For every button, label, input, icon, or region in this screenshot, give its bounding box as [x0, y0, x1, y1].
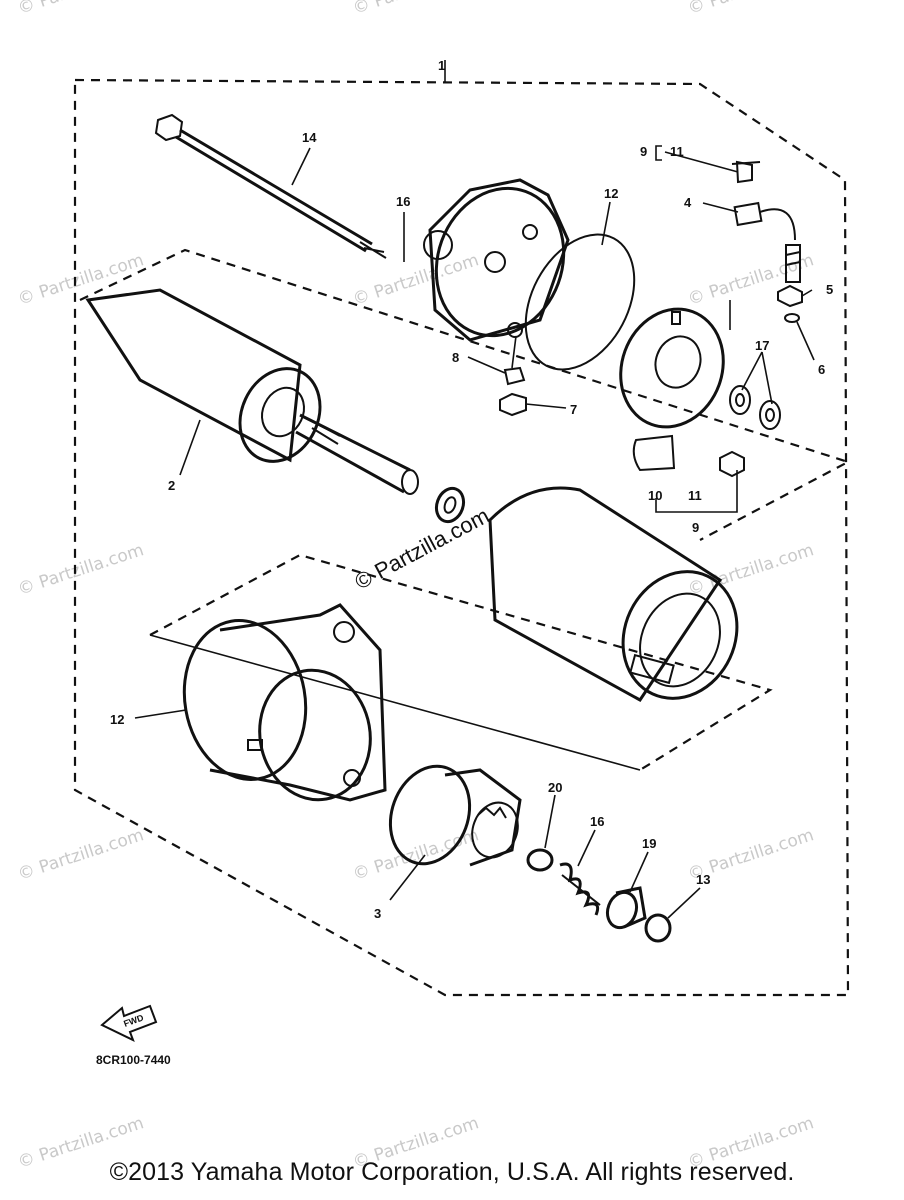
callout-10: 10 — [648, 488, 662, 503]
callout-11: 11 — [670, 144, 684, 159]
watermark: © Partzilla.com — [15, 0, 146, 19]
lower-plane-edge — [149, 634, 641, 771]
washer — [729, 385, 751, 415]
nut — [719, 450, 745, 478]
washer — [503, 366, 526, 386]
brush-plate — [619, 307, 725, 429]
lower-plane — [149, 553, 773, 771]
nut — [499, 392, 527, 417]
washer — [759, 400, 781, 430]
watermark-layer: © Partzilla.com © Partzilla.com © Partzi… — [15, 0, 816, 1173]
group-bracket — [655, 470, 738, 513]
watermark: © Partzilla.com — [685, 0, 816, 19]
front-cover — [182, 603, 387, 802]
spring — [559, 862, 601, 916]
upper-plane — [79, 248, 851, 541]
callout-12: 12 — [110, 712, 124, 727]
callout-17: 17 — [755, 338, 769, 353]
insulator — [632, 434, 676, 472]
rear-cover — [423, 178, 570, 342]
callout-1: 1 — [438, 58, 445, 73]
callout-16: 16 — [590, 814, 604, 829]
callout-labels: 1 2 3 4 5 6 7 8 9 9 10 11 11 12 12 13 14… — [110, 58, 833, 921]
watermark: © Partzilla.com — [15, 250, 146, 310]
diagram-code: 8CR100-7440 — [96, 1053, 171, 1067]
washer — [434, 486, 466, 524]
through-bolt — [154, 113, 387, 259]
watermark: © Partzilla.com — [15, 540, 146, 600]
callout-3: 3 — [374, 906, 381, 921]
washer — [765, 408, 775, 422]
fwd-arrow-icon: FWD — [100, 1004, 158, 1042]
pinion-gear — [388, 764, 522, 867]
assembly-boundary — [73, 78, 850, 997]
callout-13: 13 — [696, 872, 710, 887]
group-bracket — [655, 145, 662, 161]
yoke — [488, 486, 739, 702]
callout-19: 19 — [642, 836, 656, 851]
armature — [85, 288, 419, 495]
watermark: © Partzilla.com — [350, 0, 481, 19]
callout-20: 20 — [548, 780, 562, 795]
snap-ring — [644, 913, 672, 943]
callout-9: 9 — [640, 144, 647, 159]
o-ring — [524, 233, 636, 371]
circlip — [526, 848, 554, 872]
watermark: © Partzilla.com — [685, 250, 816, 310]
washer — [443, 496, 457, 514]
callout-2: 2 — [168, 478, 175, 493]
callout-14: 14 — [302, 130, 317, 145]
watermark: © Partzilla.com — [350, 250, 481, 310]
callout-4: 4 — [684, 195, 692, 210]
leader-lines — [134, 147, 815, 919]
washer — [735, 393, 745, 407]
nut — [777, 284, 803, 308]
copyright-notice: ©2013 Yamaha Motor Corporation, U.S.A. A… — [109, 1158, 795, 1186]
washer — [784, 313, 800, 323]
callout-5: 5 — [826, 282, 833, 297]
callout-6: 6 — [818, 362, 825, 377]
collar — [605, 886, 647, 930]
screw — [731, 160, 761, 184]
callout-12: 12 — [604, 186, 618, 201]
brush-lead — [733, 201, 801, 283]
callout-7: 7 — [570, 402, 577, 417]
callout-11: 11 — [688, 488, 702, 503]
watermark: © Partzilla.com — [15, 825, 146, 885]
callout-8: 8 — [452, 350, 459, 365]
callout-9: 9 — [692, 520, 699, 535]
center-watermark: © Partzilla.com — [351, 503, 494, 595]
callout-16: 16 — [396, 194, 410, 209]
